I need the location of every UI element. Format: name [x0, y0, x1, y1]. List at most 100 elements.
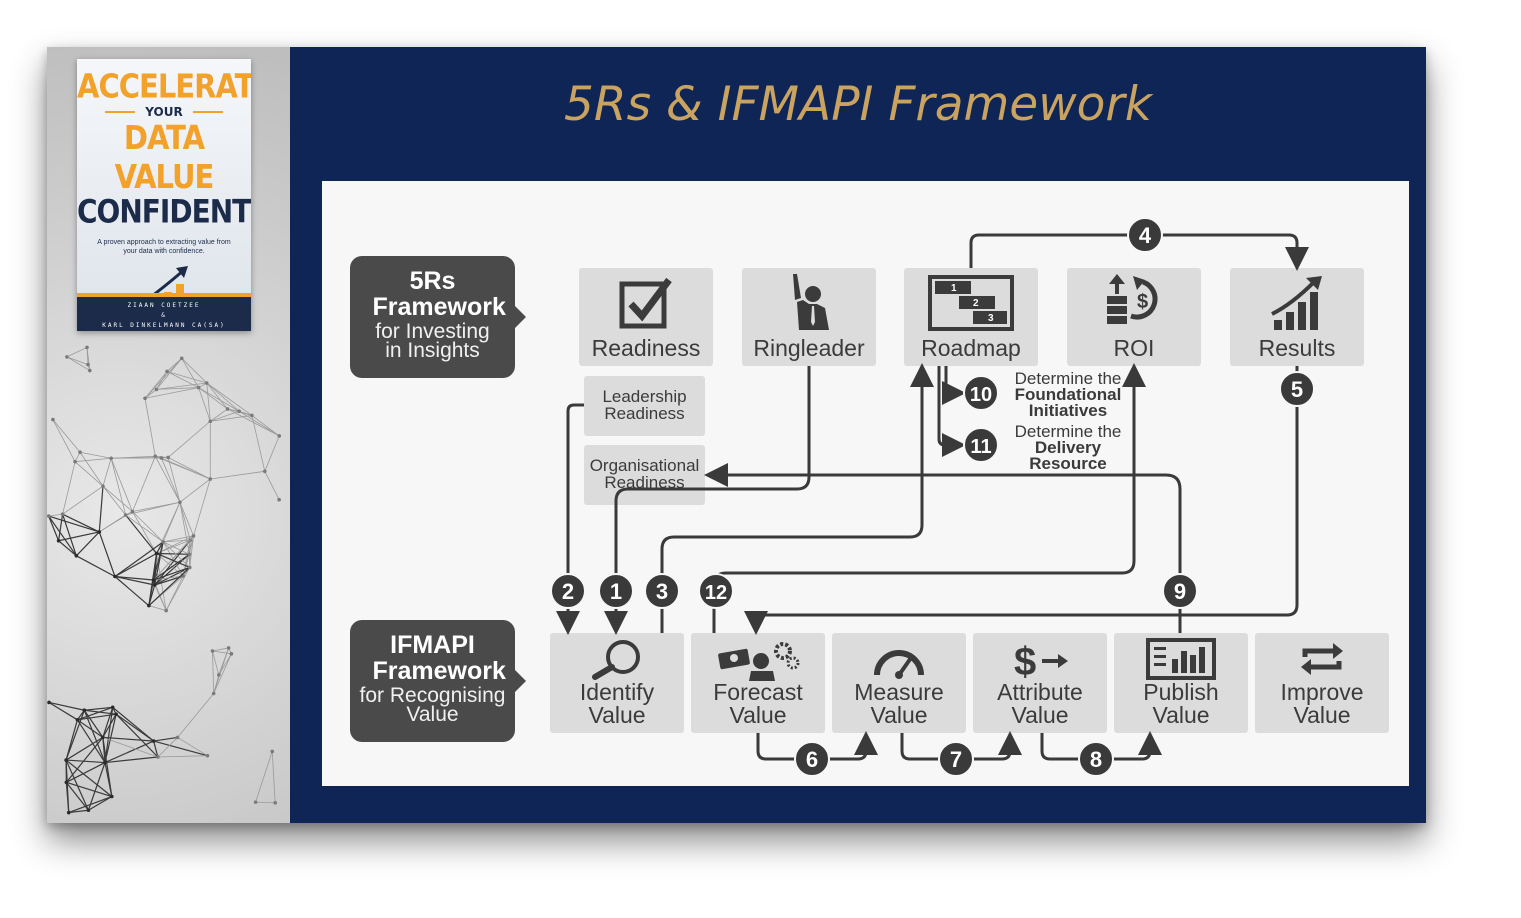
- roadmap-icon: 1 2 3: [928, 275, 1014, 331]
- step-badge-12: 12: [698, 573, 734, 609]
- card-readiness-label: Readiness: [591, 335, 701, 361]
- framework-diagram-panel: 5Rs Framework for Investing in Insights …: [322, 181, 1409, 786]
- step-badge-label: 6: [806, 747, 818, 772]
- subcard-organisational-readiness: Organisational Readiness: [584, 445, 705, 505]
- step-badge-label: 2: [562, 579, 574, 604]
- card-identify-value-label: Identify Value: [579, 679, 655, 728]
- connector-roadmap-to-step11: [937, 366, 966, 457]
- book-title-line4: CONFIDENTLY: [77, 192, 251, 231]
- card-measure-value: Measure Value: [832, 633, 966, 733]
- step-badge-label: 11: [970, 436, 991, 458]
- step-badge-label: 12: [705, 582, 727, 604]
- card-measure-value-label: Measure Value: [854, 679, 944, 728]
- ifmapi-framework-subtitle: for Recognising Value: [359, 684, 506, 726]
- card-improve-value: Improve Value: [1255, 633, 1389, 733]
- 5rs-framework-subtitle: for Investing in Insights: [375, 320, 490, 362]
- step-badge-label: 9: [1174, 579, 1186, 604]
- card-roadmap-label: Roadmap: [921, 335, 1021, 361]
- subcard-leadership-readiness: Leadership Readiness: [584, 376, 705, 436]
- ifmapi-framework-title: IFMAPI Framework: [372, 631, 506, 685]
- step-badge-label: 4: [1139, 223, 1152, 248]
- book-author-separator: &: [161, 312, 167, 319]
- step-badge-9: 9: [1162, 573, 1198, 609]
- network-graphic: [47, 345, 282, 815]
- magnifier-icon: [592, 640, 640, 680]
- step-badge-7: 7: [938, 741, 974, 777]
- step-badge-label: 10: [970, 384, 992, 406]
- step-badge-label: 3: [656, 579, 668, 604]
- step-badge-10: 10: [963, 375, 999, 411]
- step-badge-6: 6: [794, 741, 830, 777]
- determine-foundational-line1: Determine the: [1014, 369, 1122, 388]
- card-identify-value: Identify Value: [550, 633, 684, 733]
- step-badge-label: 5: [1291, 377, 1303, 402]
- svg-text:3: 3: [988, 313, 994, 324]
- card-forecast-value-label: Forecast Value: [713, 679, 803, 728]
- connector-step9: [704, 463, 1182, 633]
- step-badge-1: 1: [598, 573, 634, 609]
- presentation-slide: ACCELERATE YOUR DATA VALUE CONFIDENTLY A…: [47, 47, 1426, 823]
- connector-step12: [712, 363, 1146, 633]
- svg-text:2: 2: [973, 298, 979, 309]
- roi-icon: $: [1107, 274, 1158, 324]
- connector-step5: [744, 366, 1299, 635]
- ifmapi-framework-label: IFMAPI Framework for Recognising Value: [350, 620, 526, 742]
- step-badge-4: 4: [1127, 217, 1163, 253]
- card-improve-value-label: Improve Value: [1280, 679, 1364, 728]
- card-attribute-value: $ Attribute Value: [973, 633, 1107, 733]
- card-readiness: Readiness: [579, 268, 713, 366]
- card-roadmap: 1 2 3 Roadmap: [904, 268, 1038, 366]
- card-forecast-value: Forecast Value: [691, 633, 825, 733]
- connector-step3: [660, 363, 934, 633]
- card-roi-label: ROI: [1113, 335, 1155, 361]
- 5rs-framework-label: 5Rs Framework for Investing in Insights: [350, 256, 526, 378]
- leader-icon: [793, 274, 829, 330]
- card-ringleader: Ringleader: [742, 268, 876, 366]
- step-badge-label: 8: [1090, 747, 1102, 772]
- determine-delivery-line1: Determine the: [1014, 422, 1122, 441]
- card-results: Results: [1230, 268, 1364, 366]
- connector-step2: [556, 403, 584, 635]
- gauge-icon: [874, 650, 924, 679]
- card-attribute-value-label: Attribute Value: [997, 679, 1083, 728]
- determine-foundational-bold: Foundational Initiatives: [1014, 385, 1122, 420]
- book-title-line2: YOUR: [145, 105, 183, 119]
- book-authors: ZIAAN COETZEE & KARL DINKELMANN CA(SA): [77, 293, 251, 331]
- card-ringleader-label: Ringleader: [753, 335, 865, 361]
- subcard-leadership-readiness-label: Leadership Readiness: [602, 387, 687, 423]
- card-publish-value: Publish Value: [1114, 633, 1248, 733]
- slide-main-area: 5Rs & IFMAPI Framework 5Rs Framework for…: [290, 47, 1426, 823]
- step-badge-8: 8: [1078, 741, 1114, 777]
- svg-text:$: $: [1014, 640, 1036, 681]
- step-badge-label: 7: [950, 747, 962, 772]
- slide-title: 5Rs & IFMAPI Framework: [564, 77, 1152, 132]
- book-author-2: KARL DINKELMANN CA(SA): [102, 322, 226, 329]
- svg-text:1: 1: [951, 283, 957, 294]
- connector-step1: [604, 366, 811, 635]
- step-badge-2: 2: [550, 573, 586, 609]
- book-subtitle: A proven approach to extracting value fr…: [97, 239, 231, 255]
- subcard-organisational-readiness-label: Organisational Readiness: [589, 456, 700, 492]
- card-roi: $ ROI: [1067, 268, 1201, 366]
- dashboard-icon: [1146, 638, 1216, 680]
- determine-delivery-resource: Determine the Delivery Resource: [1005, 422, 1131, 473]
- determine-foundational-initiatives: Determine the Foundational Initiatives: [1005, 369, 1131, 420]
- step-badge-11: 11: [963, 427, 999, 463]
- 5rs-framework-title: 5Rs Framework: [372, 267, 506, 321]
- card-results-label: Results: [1258, 335, 1336, 361]
- growth-chart-icon: [1271, 276, 1322, 330]
- cycle-arrows-icon: [1301, 643, 1343, 675]
- book-cover: ACCELERATE YOUR DATA VALUE CONFIDENTLY A…: [77, 59, 251, 331]
- card-publish-value-label: Publish Value: [1143, 679, 1219, 728]
- book-author-1: ZIAAN COETZEE: [127, 302, 201, 309]
- book-title-line1: ACCELERATE: [77, 66, 251, 106]
- step-badge-3: 3: [644, 573, 680, 609]
- dollar-arrow-icon: $: [1014, 640, 1068, 681]
- determine-delivery-bold: Delivery Resource: [1029, 438, 1107, 473]
- book-title-line3: DATA VALUE: [114, 117, 215, 197]
- step-badge-label: 1: [610, 579, 622, 604]
- checkbox-icon: [619, 277, 672, 329]
- money-gears-icon: [718, 642, 800, 681]
- left-decoration-panel: ACCELERATE YOUR DATA VALUE CONFIDENTLY A…: [47, 47, 290, 823]
